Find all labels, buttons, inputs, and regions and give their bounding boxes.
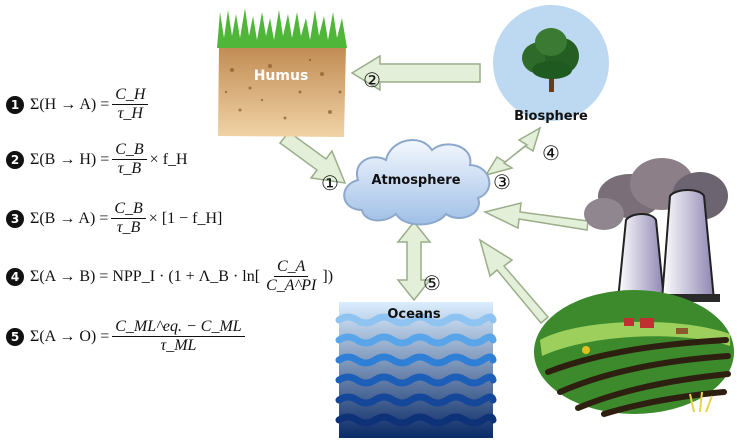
marker-4: ④: [542, 141, 560, 165]
marker-3: ③: [493, 170, 511, 194]
equation-lhs: Σ(A → B) = NPP_I · (1 + Λ_B · ln[: [30, 267, 261, 285]
humus-label: Humus: [254, 68, 309, 84]
fraction-numerator: C_ML^eq. − C_ML: [112, 318, 245, 337]
fraction-numerator: C_H: [112, 86, 149, 105]
marker-5: ⑤: [423, 271, 441, 295]
oceans-label: Oceans: [387, 307, 441, 322]
fraction-denominator: τ_B: [116, 219, 141, 236]
equation-tail: × [1 − f_H]: [148, 209, 223, 227]
fraction-denominator: τ_B: [117, 160, 142, 177]
fraction-denominator: C_A^PI: [266, 277, 317, 294]
farmland-image: [534, 290, 734, 417]
biosphere-image: Biosphere: [493, 5, 609, 124]
arrow-biosphere-to-humus: [350, 54, 481, 92]
equation-lhs: Σ(H → A) =: [30, 95, 110, 113]
equation-tail: × f_H: [149, 150, 188, 168]
equation-lhs: Σ(B → A) =: [30, 209, 109, 227]
arrow-farmland-to-atmosphere: [478, 238, 550, 325]
oceans-image: Oceans: [335, 302, 497, 438]
marker-2: ②: [363, 68, 381, 92]
arrow-atmosphere-biosphere: [484, 126, 542, 177]
marker-1: ①: [321, 171, 339, 195]
equation-number: 1: [6, 95, 24, 114]
fraction-numerator: C_B: [112, 141, 147, 160]
biosphere-label: Biosphere: [514, 109, 588, 124]
equation-number: 4: [6, 267, 24, 286]
fraction-numerator: C_B: [111, 200, 146, 219]
equation-lhs: Σ(A → O) =: [30, 327, 110, 345]
fraction-denominator: τ_H: [117, 105, 143, 122]
equation-number: 3: [6, 209, 24, 228]
arrow-atmosphere-oceans: [396, 220, 432, 302]
fraction-denominator: τ_ML: [160, 337, 197, 354]
humus-soil-image: Humus: [217, 8, 347, 137]
equation-number: 5: [6, 327, 24, 346]
fraction-numerator: C_A: [274, 258, 309, 277]
atmosphere-cloud: Atmosphere: [343, 139, 491, 226]
arrow-industry-to-atmosphere: [482, 202, 589, 231]
equation-lhs: Σ(B → H) =: [30, 150, 110, 168]
industry-smokestacks-image: [584, 158, 728, 302]
flow-markers: ② ① ③ ④ ⑤: [321, 68, 560, 295]
equation-number: 2: [6, 150, 24, 169]
equation-tail: ]): [322, 267, 334, 285]
atmosphere-label: Atmosphere: [371, 173, 460, 188]
